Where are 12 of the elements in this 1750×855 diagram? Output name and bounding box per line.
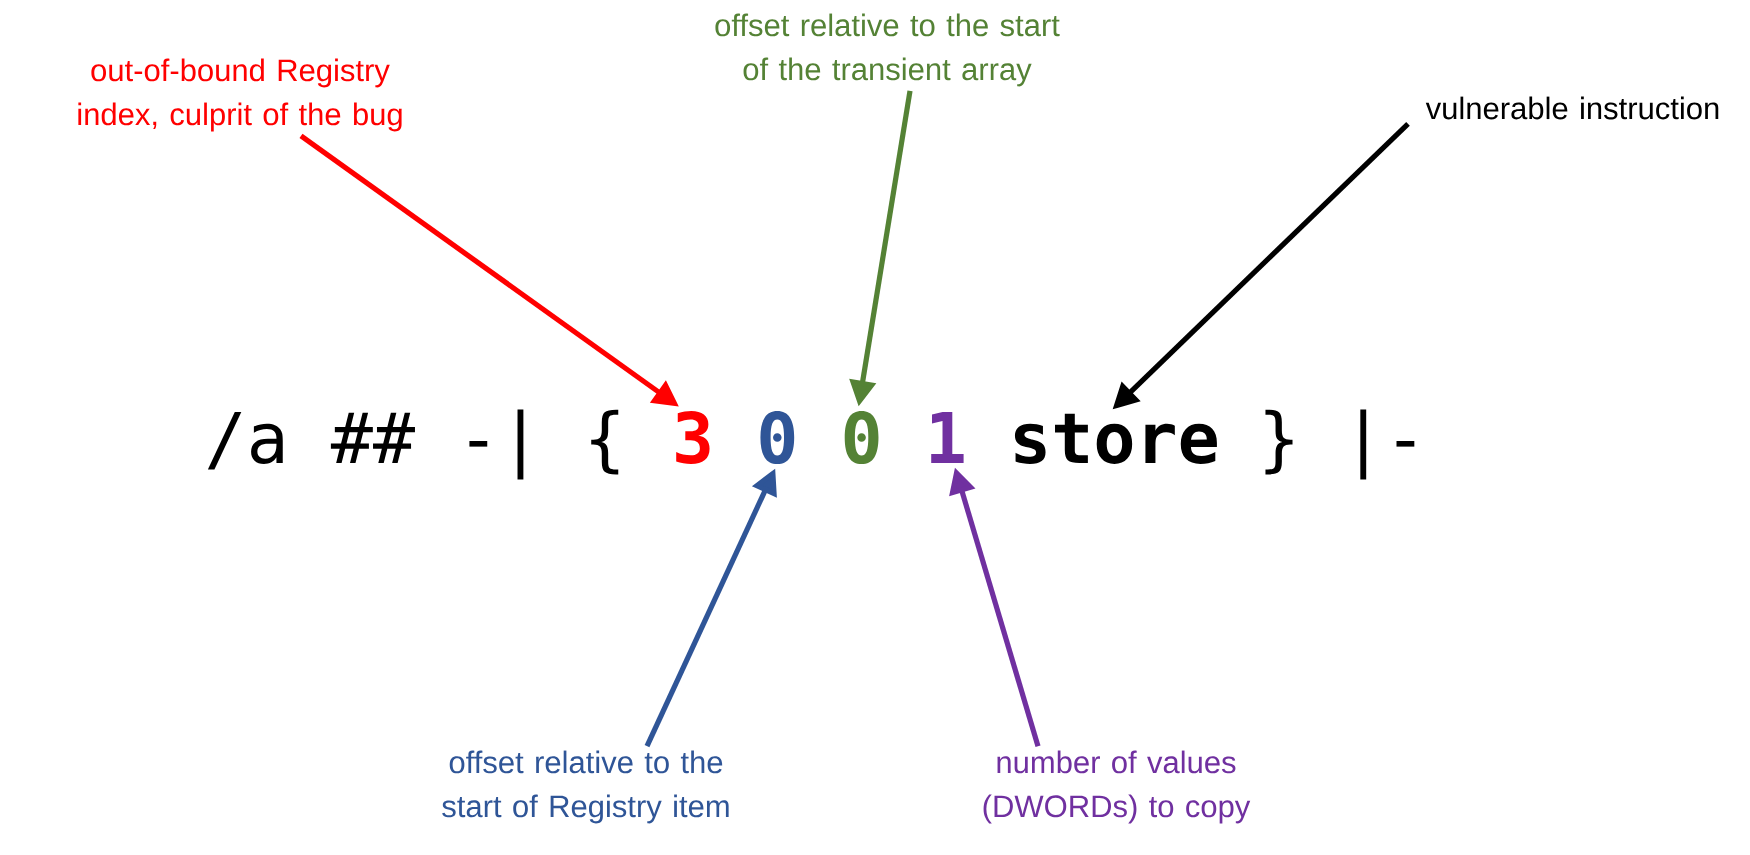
annotation-text: offset relative to the start of Registry item (442, 750, 729, 824)
code-token: 3 (676, 411, 710, 464)
code-text: } |- (1265, 409, 1415, 480)
code-token: 0 (844, 411, 879, 464)
code-token: store (1014, 413, 1217, 464)
code-text: /a ## -| { (207, 409, 619, 480)
code-token: 0 (760, 411, 795, 464)
annotation-text: offset relative to the start of the transient array (715, 13, 1060, 87)
code-token: 1 (931, 411, 964, 463)
annotation-text: out-of-bound Registry index, culprit of the bug (78, 58, 402, 132)
annotation-text: vulnerable instruction (1425, 96, 1719, 120)
annotation-text: number of values (DWORDs) to copy (983, 750, 1251, 824)
